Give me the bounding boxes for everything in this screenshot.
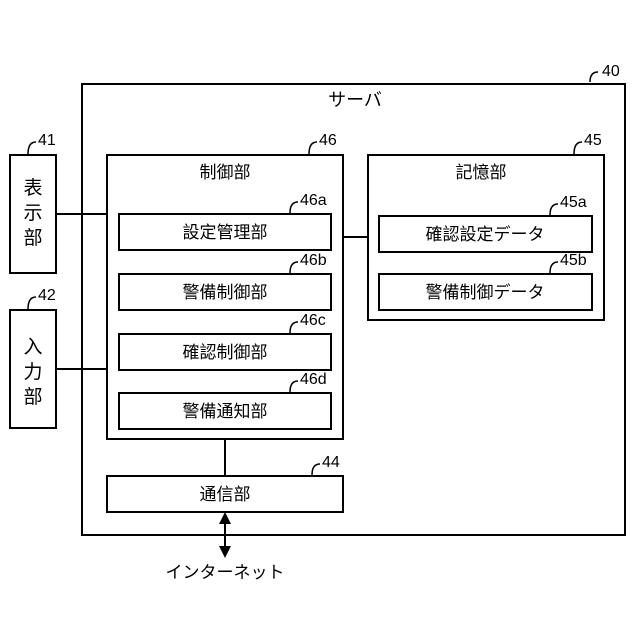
storage-confirmation-settings-label: 確認設定データ bbox=[426, 224, 545, 245]
storage-ref: 45 bbox=[584, 132, 602, 149]
module-security-notification-ref: 46d bbox=[300, 371, 327, 388]
server-ref: 40 bbox=[602, 63, 620, 80]
display-label-char-1: 表 bbox=[23, 177, 42, 199]
display-ref-leader bbox=[28, 142, 36, 154]
display-label-char-2: 示 bbox=[23, 202, 42, 224]
input-label-char-1: 入 bbox=[23, 336, 42, 358]
server-ref-leader bbox=[590, 72, 598, 82]
communication-ref: 44 bbox=[322, 454, 340, 471]
storage-security-control-ref: 45b bbox=[560, 252, 587, 269]
input-label-char-2: 力 bbox=[23, 361, 42, 383]
input-ref: 42 bbox=[38, 287, 56, 304]
input-label-char-3: 部 bbox=[23, 386, 42, 408]
module-security-control-ref: 46b bbox=[300, 252, 327, 269]
module-confirmation-control-ref: 46c bbox=[300, 312, 326, 329]
control-ref: 46 bbox=[319, 132, 337, 149]
module-setting-management-label: 設定管理部 bbox=[183, 223, 268, 243]
communication-label: 通信部 bbox=[200, 485, 251, 505]
server-label: サーバ bbox=[328, 90, 382, 111]
control-label: 制御部 bbox=[200, 163, 251, 183]
input-ref-leader bbox=[28, 297, 36, 309]
internet-label: インターネット bbox=[166, 563, 285, 583]
module-security-notification-label: 警備通知部 bbox=[183, 402, 268, 422]
module-security-control-label: 警備制御部 bbox=[183, 283, 268, 303]
storage-confirmation-settings-ref: 45a bbox=[560, 194, 587, 211]
module-confirmation-control-label: 確認制御部 bbox=[183, 343, 268, 363]
display-ref: 41 bbox=[38, 132, 56, 149]
storage-security-control-label: 警備制御データ bbox=[426, 282, 545, 303]
module-setting-management-ref: 46a bbox=[300, 192, 327, 209]
display-label-char-3: 部 bbox=[23, 227, 42, 249]
storage-label: 記憶部 bbox=[456, 163, 507, 183]
